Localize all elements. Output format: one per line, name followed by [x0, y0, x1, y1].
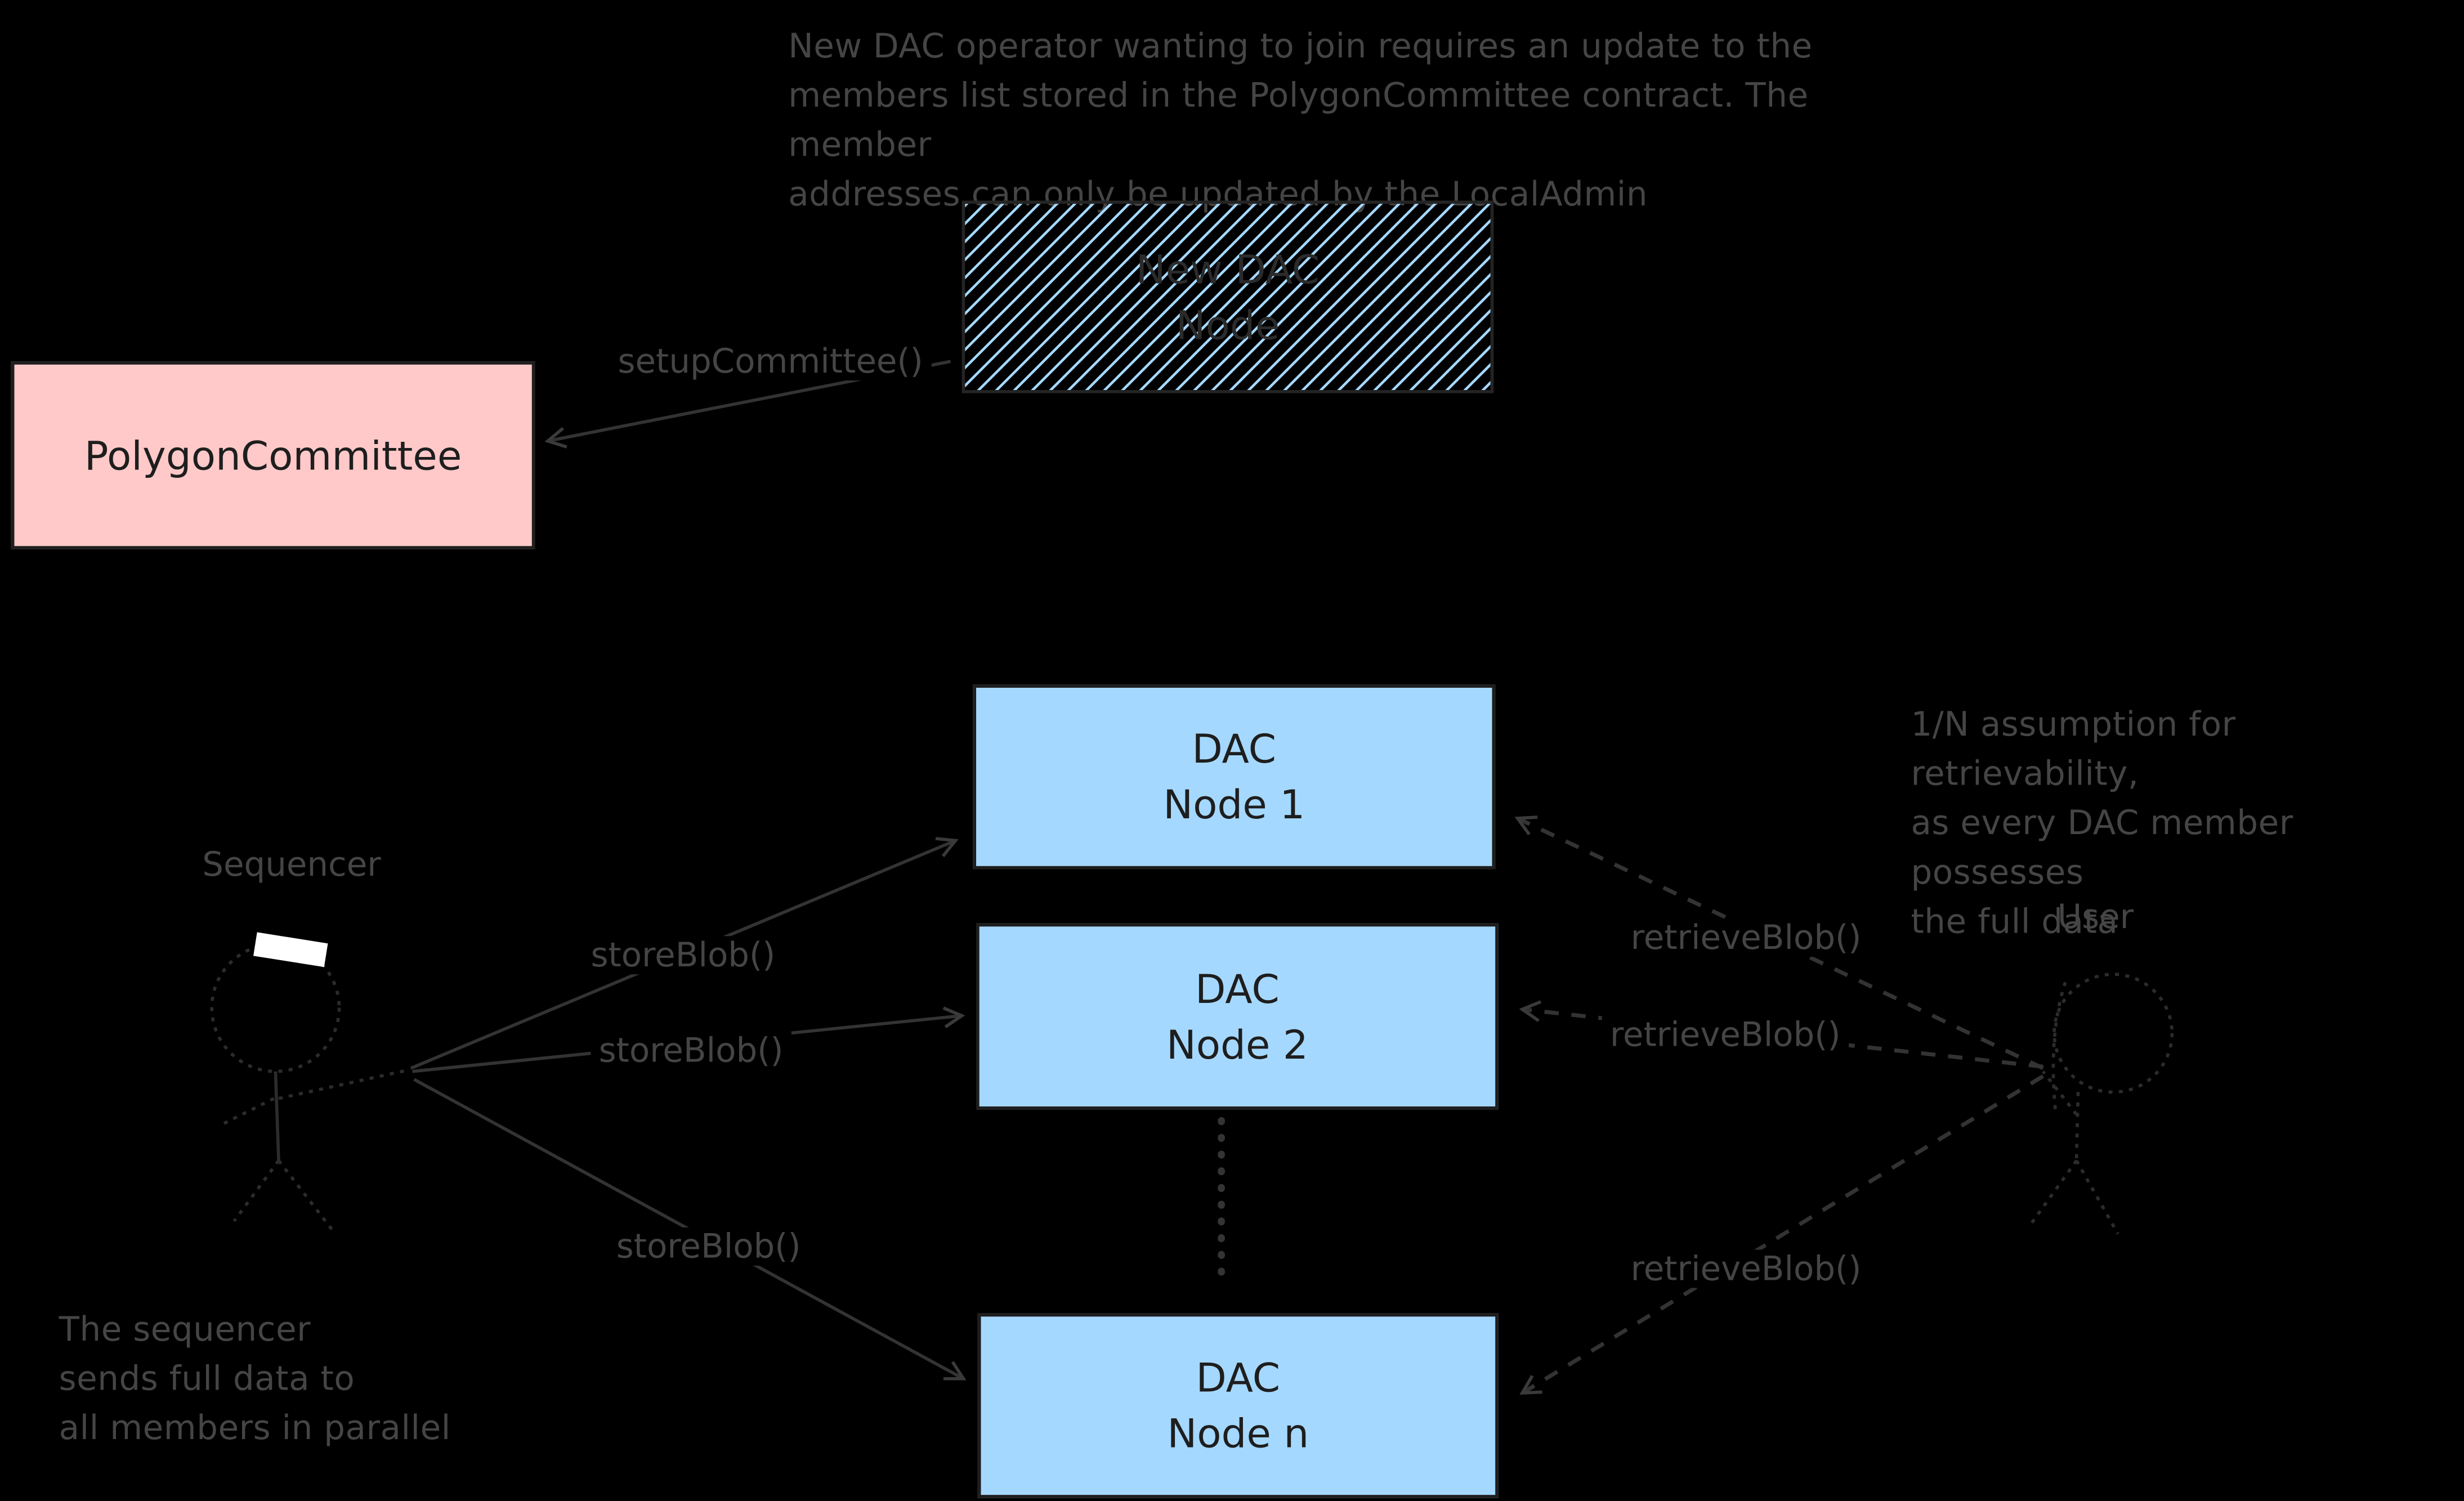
node-dac-1: DAC Node 1 — [973, 684, 1496, 870]
actor-sequencer-label: Sequencer — [202, 845, 381, 884]
label-store-blob-3: storeBlob() — [608, 1227, 809, 1266]
user-leg-right — [2075, 1159, 2119, 1235]
arrow-retrieve-blob-3 — [1519, 1074, 2045, 1395]
node-polygon-committee-label: PolygonCommittee — [84, 432, 462, 479]
sequencer-body — [274, 1071, 280, 1161]
sequencer-arm-left — [219, 1097, 275, 1127]
node-dac-n-label: DAC Node n — [1167, 1355, 1309, 1457]
sequencer-leg-right — [277, 1159, 334, 1232]
user-arm-left — [2041, 1070, 2078, 1115]
label-store-blob-2: storeBlob() — [591, 1031, 791, 1070]
note-new-dac-operator: New DAC operator wanting to join require… — [788, 27, 1813, 214]
sequencer-figure-icon — [210, 942, 410, 1232]
node-dac-n: DAC Node n — [977, 1313, 1499, 1498]
user-figure-icon — [2031, 973, 2174, 1235]
node-new-dac-label: New DAC Node — [1135, 246, 1320, 348]
label-retrieve-blob-2: retrieveBlob() — [1602, 1015, 1849, 1054]
user-hair — [2051, 982, 2067, 1115]
label-setup-committee: setupCommittee() — [610, 342, 931, 381]
node-new-dac: New DAC Node — [962, 200, 1494, 393]
user-leg-left — [2031, 1159, 2078, 1224]
sequencer-leg-left — [232, 1159, 280, 1222]
note-retrievability: 1/N assumption for retrievability, as ev… — [1911, 705, 2293, 941]
node-polygon-committee: PolygonCommittee — [11, 361, 535, 549]
node-dac-2-label: DAC Node 2 — [1166, 965, 1308, 1068]
user-head — [2052, 973, 2174, 1094]
node-dac-1-label: DAC Node 1 — [1163, 725, 1305, 828]
note-sequencer-parallel: The sequencer sends full data to all mem… — [59, 1310, 451, 1448]
label-store-blob-1: storeBlob() — [583, 936, 784, 975]
node-dac-2: DAC Node 2 — [976, 923, 1499, 1110]
sequencer-arm-right — [278, 1068, 410, 1100]
user-body — [2074, 1092, 2080, 1161]
sequencer-hat-icon — [253, 932, 328, 967]
label-retrieve-blob-3: retrieveBlob() — [1622, 1249, 1870, 1288]
actor-user-label: User — [2057, 898, 2134, 937]
label-retrieve-blob-1: retrieveBlob() — [1622, 918, 1870, 957]
